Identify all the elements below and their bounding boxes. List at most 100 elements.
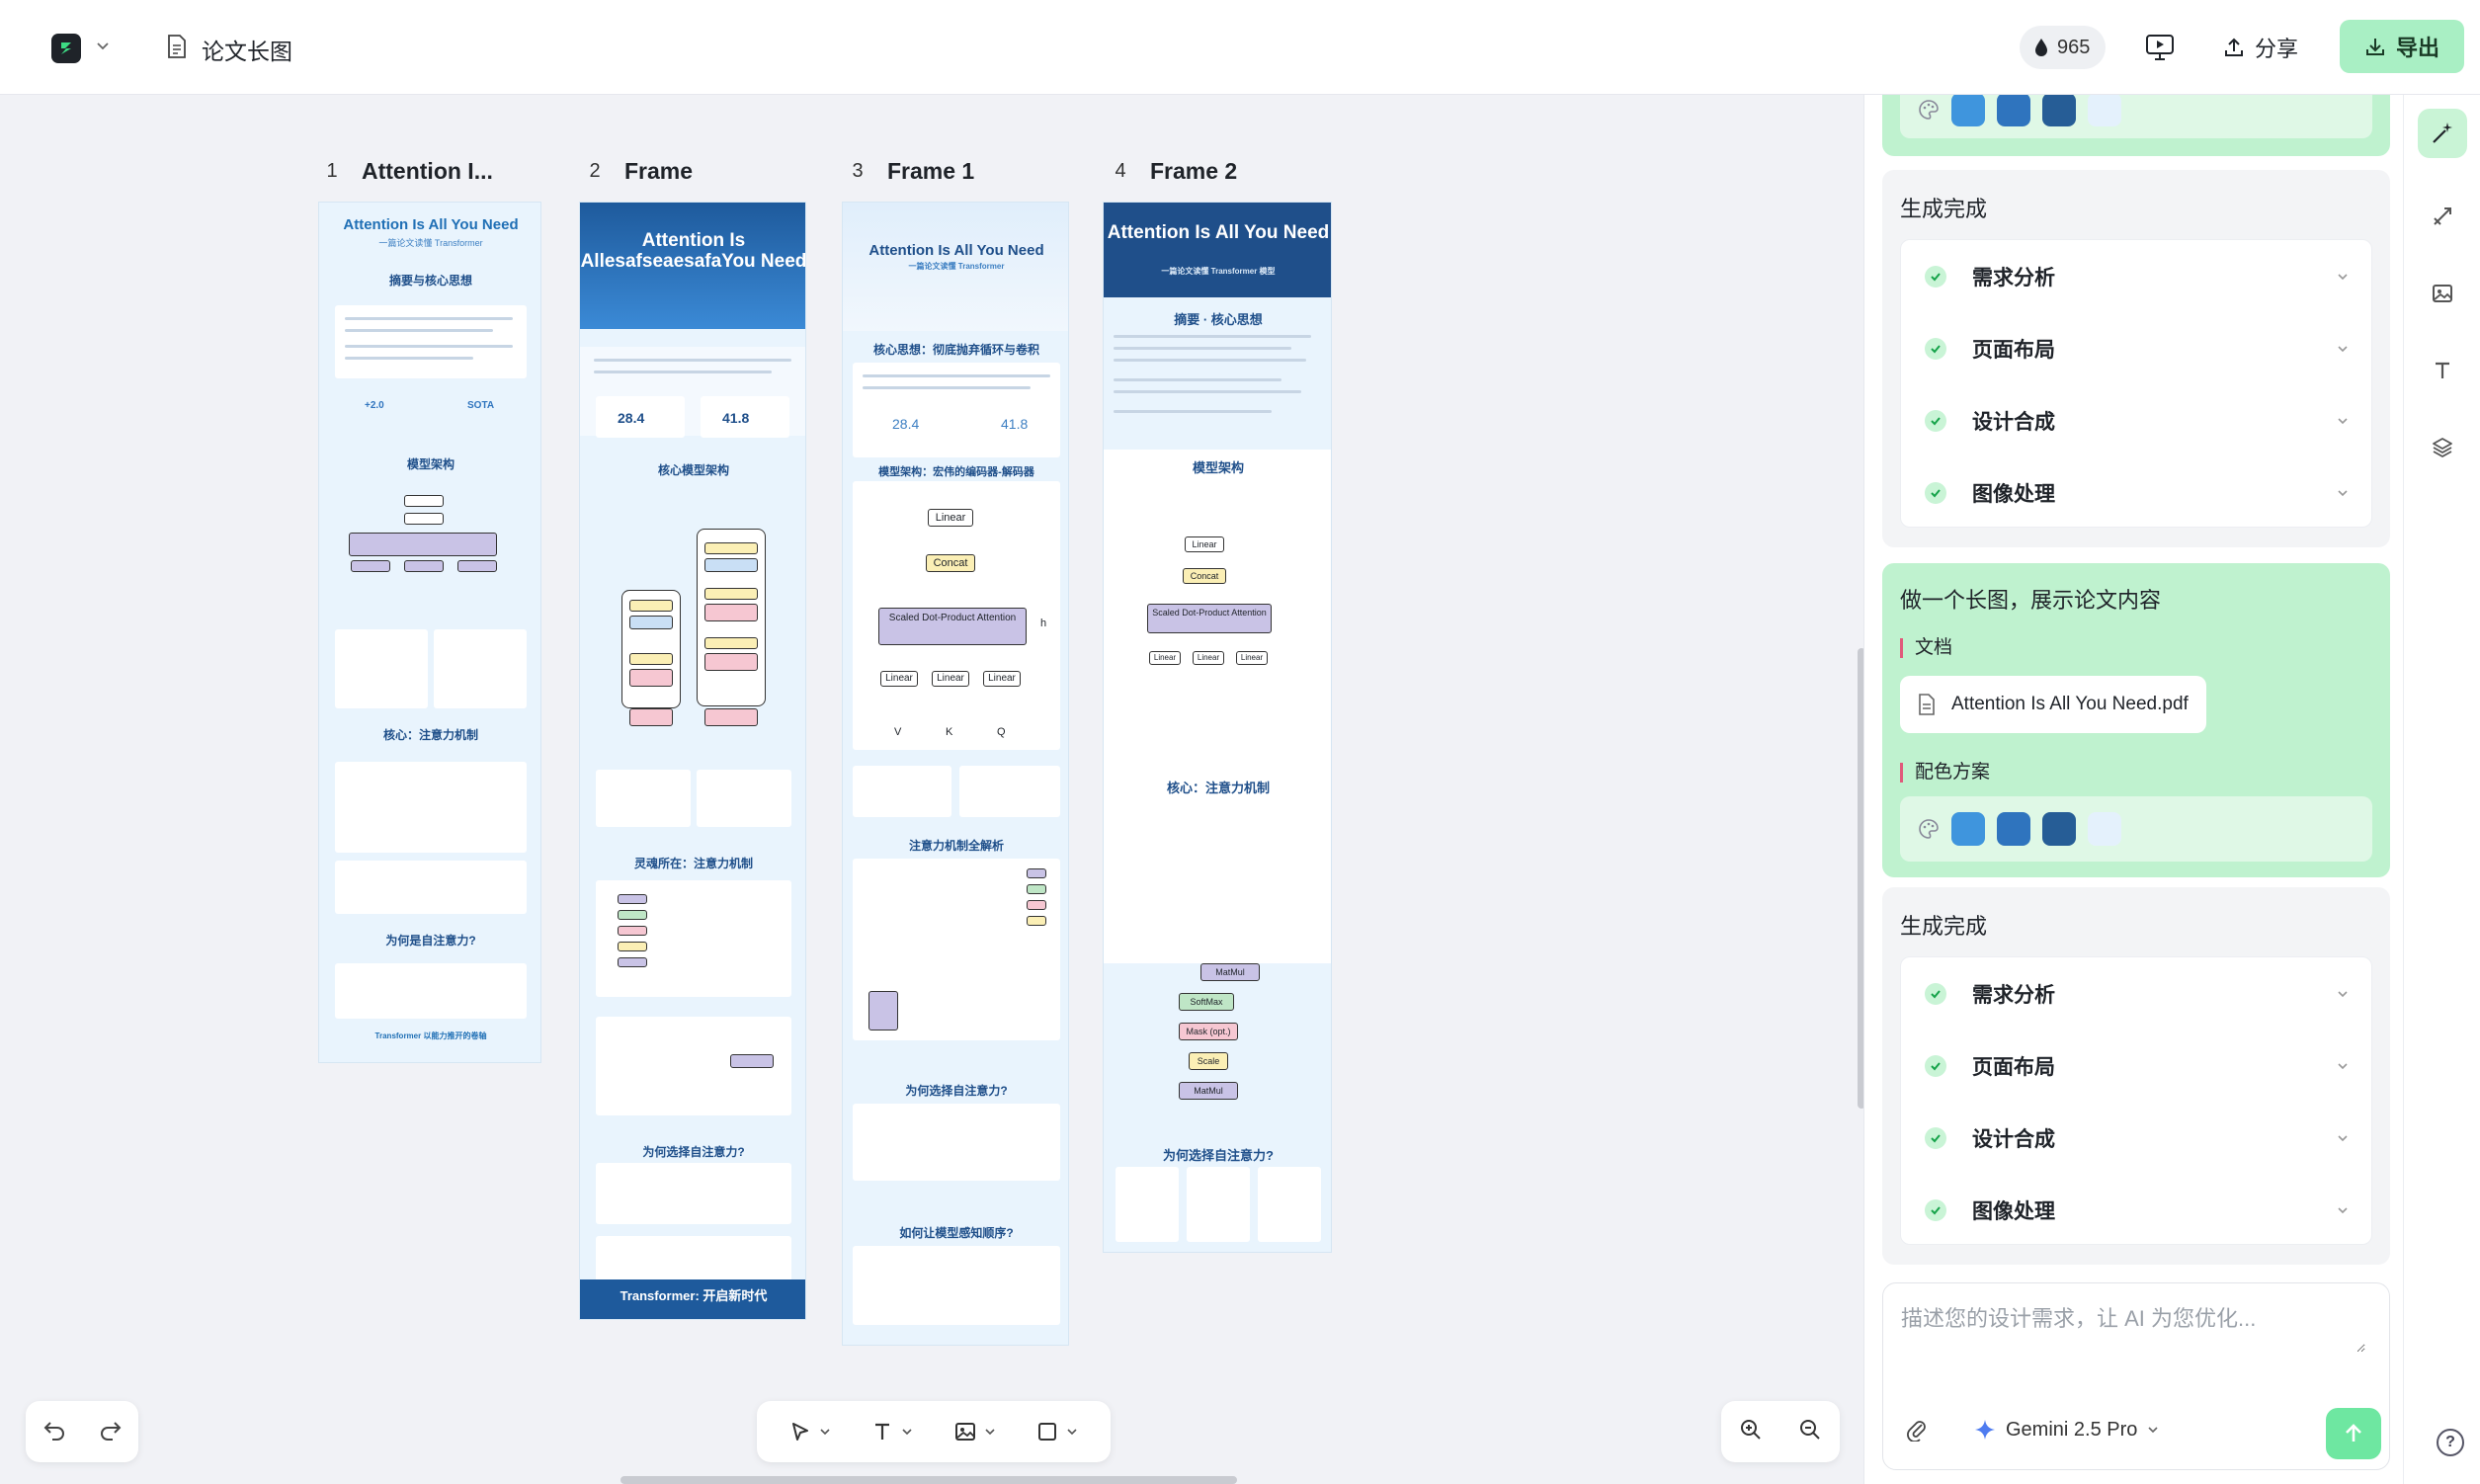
swatch-4[interactable] bbox=[2088, 95, 2121, 126]
swatch-3[interactable] bbox=[2042, 812, 2076, 846]
step-design-synthesis[interactable]: 设计合成 bbox=[1901, 384, 2373, 456]
step-page-layout[interactable]: 页面布局 bbox=[1901, 1030, 2373, 1102]
zoom-out-icon bbox=[1800, 1419, 1820, 1440]
prompt-text: 做一个长图，展示论文内容 bbox=[1900, 588, 2162, 613]
tools-icon bbox=[2434, 207, 2451, 225]
frame-4-preview[interactable]: Attention Is All You Need 一篇论文读懂 Transfo… bbox=[1103, 202, 1332, 1253]
document-title[interactable]: 论文长图 bbox=[202, 39, 292, 64]
chevron-down-icon bbox=[1067, 1429, 1077, 1436]
chevron-down-icon bbox=[2338, 1134, 2348, 1141]
export-button[interactable]: 导出 bbox=[2340, 20, 2464, 73]
chevron-down-icon bbox=[902, 1429, 912, 1436]
zoom-in-icon bbox=[1741, 1419, 1761, 1440]
design-tools-tab[interactable] bbox=[2418, 192, 2467, 241]
select-tool[interactable] bbox=[789, 1421, 831, 1443]
file-name: Attention Is All You Need.pdf bbox=[1951, 694, 2189, 714]
chevron-down-icon bbox=[2338, 345, 2348, 352]
attach-button[interactable] bbox=[1905, 1418, 1929, 1446]
ai-chat-panel: 生成完成 需求分析 页面布局 设计合成 图像处理 bbox=[1863, 95, 2403, 1484]
frame-3-preview[interactable]: Attention Is All You Need 一篇论文读懂 Transfo… bbox=[842, 202, 1069, 1346]
step-requirement-analysis[interactable]: 需求分析 bbox=[1901, 957, 2373, 1030]
mha-diagram: Linear Concat Scaled Dot-Product Attenti… bbox=[853, 481, 1060, 750]
check-icon bbox=[1925, 337, 1946, 360]
chevron-down-icon bbox=[2338, 273, 2348, 280]
chevron-down-icon[interactable] bbox=[95, 38, 111, 58]
frame-1-preview[interactable]: Attention Is All You Need 一篇论文读懂 Transfo… bbox=[318, 202, 541, 1063]
chevron-down-icon bbox=[2338, 1062, 2348, 1069]
step-requirement-analysis[interactable]: 需求分析 bbox=[1901, 240, 2373, 312]
palette-icon bbox=[1919, 819, 1939, 839]
frame-2-preview[interactable]: Attention Is AllesafseaesafaYou Need 28.… bbox=[579, 202, 806, 1320]
sparkle-icon bbox=[1975, 1420, 1995, 1440]
model-selector[interactable]: Gemini 2.5 Pro bbox=[1974, 1412, 2159, 1447]
swatch-2[interactable] bbox=[1997, 812, 2030, 846]
check-icon bbox=[1925, 1054, 1946, 1077]
text-tab[interactable] bbox=[2418, 346, 2467, 395]
step-image-processing[interactable]: 图像处理 bbox=[1901, 456, 2373, 529]
help-button[interactable]: ? bbox=[2437, 1429, 2464, 1456]
chevron-down-icon bbox=[2338, 1206, 2348, 1213]
zoom-in-button[interactable] bbox=[1739, 1418, 1763, 1446]
chevron-down-icon bbox=[985, 1429, 995, 1436]
magic-wand-icon bbox=[2433, 123, 2452, 143]
summary-card bbox=[335, 305, 527, 378]
canvas-horizontal-scrollbar[interactable] bbox=[620, 1476, 1237, 1484]
palette-row-previous bbox=[1900, 95, 2372, 138]
swatch-2[interactable] bbox=[1997, 95, 2030, 126]
zoom-out-button[interactable] bbox=[1798, 1418, 1822, 1446]
document-icon bbox=[1919, 694, 1935, 715]
check-icon bbox=[1925, 265, 1946, 288]
model-name: Gemini 2.5 Pro bbox=[2006, 1418, 2138, 1441]
paperclip-icon bbox=[1907, 1421, 1926, 1443]
layers-tab[interactable] bbox=[2418, 423, 2467, 472]
frame-header-4[interactable]: 4 Frame 2 bbox=[1115, 157, 1238, 184]
generation-title: 生成完成 bbox=[1900, 197, 1988, 221]
check-icon bbox=[1925, 409, 1946, 432]
present-button[interactable] bbox=[2142, 30, 2178, 65]
credits-badge[interactable]: 965 bbox=[2020, 26, 2107, 69]
undo-button[interactable] bbox=[42, 1419, 66, 1445]
swatch-1[interactable] bbox=[1951, 812, 1985, 846]
send-button[interactable] bbox=[2326, 1408, 2381, 1459]
layers-icon bbox=[2433, 438, 2452, 457]
user-prompt-block: 做一个长图，展示论文内容 文档 Attention Is All You Nee… bbox=[1882, 563, 2390, 877]
shape-tool[interactable] bbox=[1036, 1421, 1078, 1443]
redo-button[interactable] bbox=[99, 1419, 123, 1445]
check-icon bbox=[1925, 1126, 1946, 1149]
canvas-vertical-scrollbar[interactable] bbox=[1858, 648, 1863, 1109]
image-tool[interactable] bbox=[954, 1421, 996, 1443]
chevron-down-icon bbox=[2338, 990, 2348, 997]
drop-icon bbox=[2035, 39, 2047, 56]
swatch-4[interactable] bbox=[2088, 812, 2121, 846]
image-icon bbox=[2433, 285, 2452, 302]
chevron-down-icon bbox=[2338, 489, 2348, 496]
swatch-3[interactable] bbox=[2042, 95, 2076, 126]
chevron-down-icon bbox=[2148, 1427, 2158, 1434]
frame-header-2[interactable]: 2 Frame bbox=[589, 157, 694, 184]
square-icon bbox=[1038, 1423, 1057, 1441]
step-page-layout[interactable]: 页面布局 bbox=[1901, 312, 2373, 384]
design-canvas[interactable]: 1 Attention I... 2 Frame 3 Frame 1 4 Fra… bbox=[0, 95, 1863, 1484]
undo-icon bbox=[43, 1421, 64, 1441]
credits-count: 965 bbox=[2057, 36, 2091, 58]
step-design-synthesis[interactable]: 设计合成 bbox=[1901, 1102, 2373, 1174]
check-icon bbox=[1925, 1198, 1946, 1221]
swatch-1[interactable] bbox=[1951, 95, 1985, 126]
palette-row bbox=[1900, 796, 2372, 862]
share-button[interactable]: 分享 bbox=[2223, 26, 2298, 69]
prompt-input[interactable] bbox=[1901, 1301, 2365, 1353]
generation-steps: 需求分析 页面布局 设计合成 图像处理 bbox=[1900, 239, 2372, 528]
step-image-processing[interactable]: 图像处理 bbox=[1901, 1174, 2373, 1246]
image-library-tab[interactable] bbox=[2418, 269, 2467, 318]
generation-result-2: 生成完成 需求分析 页面布局 设计合成 图像处理 bbox=[1882, 887, 2390, 1265]
attached-file-chip[interactable]: Attention Is All You Need.pdf bbox=[1900, 676, 2206, 733]
app-logo-icon[interactable] bbox=[51, 34, 81, 63]
palette-label: 配色方案 bbox=[1900, 763, 1990, 783]
prompt-composer: Gemini 2.5 Pro bbox=[1882, 1282, 2390, 1470]
document-icon bbox=[166, 34, 188, 64]
frame-header-3[interactable]: 3 Frame 1 bbox=[852, 157, 975, 184]
chevron-down-icon bbox=[2338, 417, 2348, 424]
frame-header-1[interactable]: 1 Attention I... bbox=[326, 157, 493, 184]
text-tool[interactable] bbox=[871, 1421, 913, 1443]
ai-assistant-tab[interactable] bbox=[2418, 109, 2467, 158]
